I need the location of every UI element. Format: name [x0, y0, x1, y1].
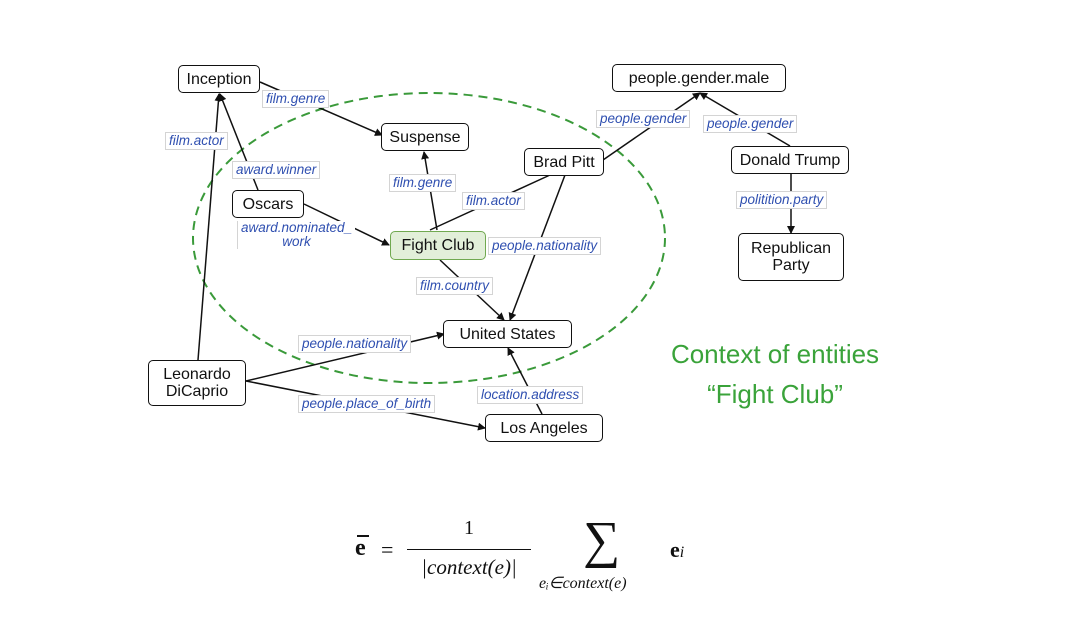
formula-denominator: |context(e)| — [421, 555, 517, 579]
node-inception: Inception — [178, 65, 260, 93]
node-united-states: United States — [443, 320, 572, 348]
context-caption-line1: Context of entities — [670, 339, 880, 369]
formula-lhs: e — [355, 535, 366, 561]
formula-term-base: e — [670, 537, 680, 562]
node-fight-club: Fight Club — [390, 231, 486, 260]
node-donald-trump: Donald Trump — [731, 146, 849, 174]
formula-sum-subscript: eᵢ∈context(e) — [539, 575, 627, 592]
edge-losangeles-unitedstates — [507, 347, 543, 415]
edge-label-location-address: location.address — [477, 386, 584, 404]
edge-label-politician-party: politition.party — [736, 191, 828, 209]
edge-label-film-actor-1: film.actor — [165, 132, 228, 150]
formula-fraction-line — [407, 549, 531, 551]
edge-label-film-genre-1: film.genre — [262, 90, 330, 108]
context-mean-formula: e = 1 |context(e)| ∑ eᵢ∈context(e) ei — [355, 512, 715, 605]
edge-label-award-nominated-work: award.nominated_ work — [237, 221, 356, 249]
context-caption-line2: “Fight Club” — [707, 379, 843, 409]
formula-term: ei — [670, 537, 684, 563]
formula-equals: = — [381, 537, 394, 562]
edge-label-people-gender-2: people.gender — [703, 115, 798, 133]
node-people-gender-male: people.gender.male — [612, 64, 786, 92]
formula-overline — [357, 535, 369, 537]
edge-label-award-winner: award.winner — [232, 161, 321, 179]
node-suspense: Suspense — [381, 123, 469, 151]
edge-label-film-country: film.country — [416, 277, 494, 295]
formula-sum-symbol: ∑ — [583, 512, 621, 569]
node-oscars: Oscars — [232, 190, 304, 218]
context-ellipse — [192, 92, 666, 384]
edge-label-people-nationality-2: people.nationality — [298, 335, 412, 353]
node-republican-party: Republican Party — [738, 233, 844, 281]
edge-label-people-gender-1: people.gender — [596, 110, 691, 128]
context-caption: Context of entities “Fight Club” — [640, 334, 910, 414]
edge-label-people-nationality-1: people.nationality — [488, 237, 602, 255]
node-leonardo-dicaprio: Leonardo DiCaprio — [148, 360, 246, 406]
formula-numerator: 1 — [464, 517, 474, 539]
edge-label-film-actor-2: film.actor — [462, 192, 525, 210]
edge-label-people-place-of-birth: people.place_of_birth — [298, 395, 436, 413]
node-brad-pitt: Brad Pitt — [524, 148, 604, 176]
edge-label-film-genre-2: film.genre — [389, 174, 457, 192]
node-los-angeles: Los Angeles — [485, 414, 603, 442]
formula-term-index: i — [679, 544, 685, 561]
